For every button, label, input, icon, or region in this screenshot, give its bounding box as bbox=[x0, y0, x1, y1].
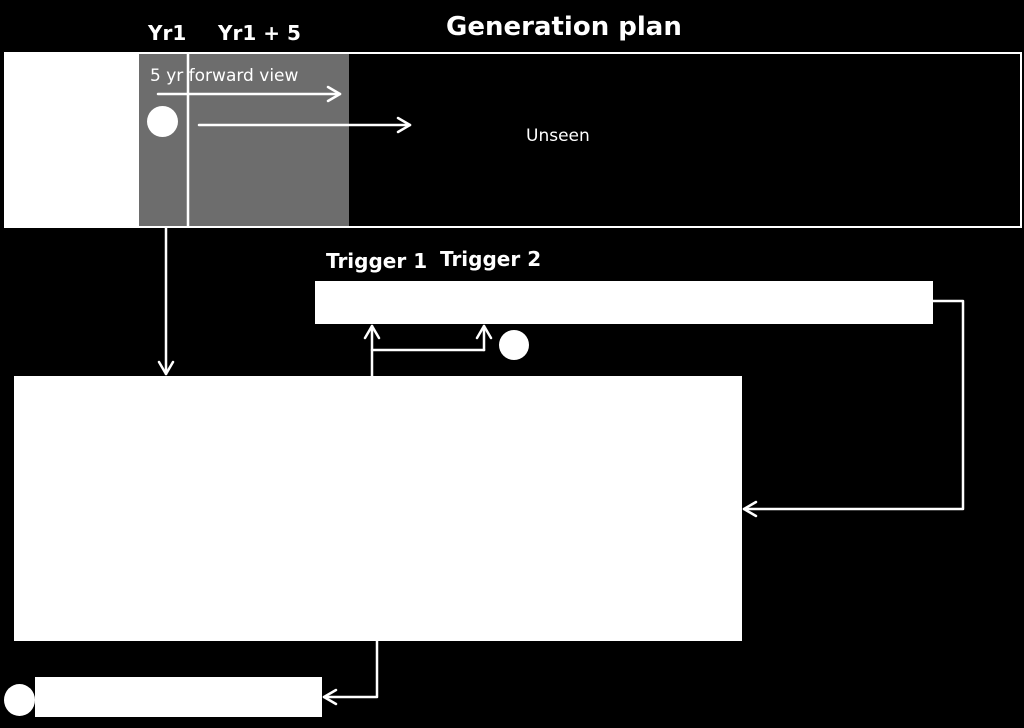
forward-view-label: 5 yr forward view bbox=[150, 66, 299, 86]
forward-view-window bbox=[139, 54, 349, 226]
trigger-2-label: Trigger 2 bbox=[440, 247, 542, 271]
yr1-plus5-label: Yr1 + 5 bbox=[218, 21, 301, 45]
feedback-arrowhead bbox=[742, 500, 758, 518]
page-title: Generation plan bbox=[446, 12, 682, 42]
trigger-1-arrowhead bbox=[363, 324, 381, 340]
output-marker-circle bbox=[4, 684, 35, 716]
output-arrow bbox=[322, 639, 379, 699]
output-bar bbox=[35, 677, 322, 717]
unseen-label: Unseen bbox=[526, 126, 590, 146]
down-arrowhead bbox=[157, 360, 175, 376]
feedback-loop-line bbox=[742, 299, 965, 511]
trigger-bar bbox=[315, 281, 933, 324]
trigger-marker-circle bbox=[499, 330, 529, 360]
timeline-marker-circle bbox=[147, 106, 178, 137]
output-arrowhead bbox=[322, 688, 338, 706]
trigger-1-label: Trigger 1 bbox=[326, 249, 428, 273]
yr1-label: Yr1 bbox=[148, 21, 187, 45]
history-block bbox=[6, 54, 139, 226]
main-process-box bbox=[14, 376, 742, 641]
trigger-2-arrowhead bbox=[475, 324, 493, 340]
